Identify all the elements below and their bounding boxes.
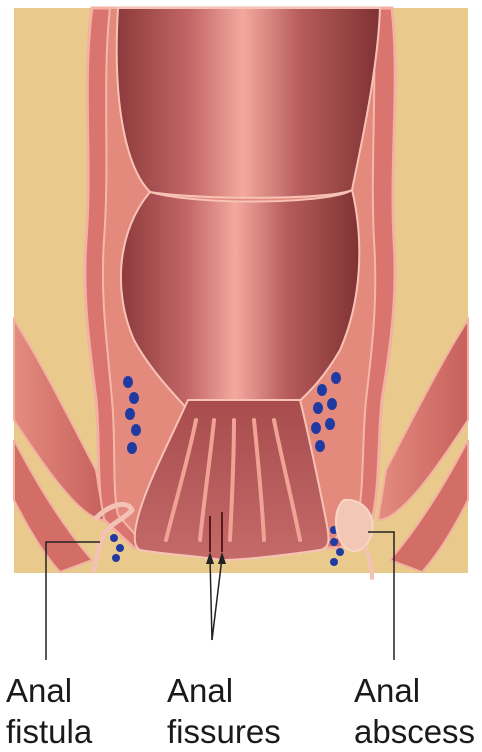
anal-fissures-label-line2: fissures (167, 711, 281, 752)
anal-abscess-label-line2: abscess (354, 711, 475, 752)
rectal-lumen-upper (117, 8, 380, 198)
anal-fissures-label-line1: Anal (167, 670, 281, 711)
anal-abscess-label-line1: Anal (354, 670, 475, 711)
anal-fissures-label: Anal fissures (167, 670, 281, 752)
anal-fistula-label-line1: Anal (6, 670, 92, 711)
anal-fistula-label: Anal fistula (6, 670, 92, 752)
anal-fistula-label-line2: fistula (6, 711, 92, 752)
anal-abscess-label: Anal abscess (354, 670, 475, 752)
